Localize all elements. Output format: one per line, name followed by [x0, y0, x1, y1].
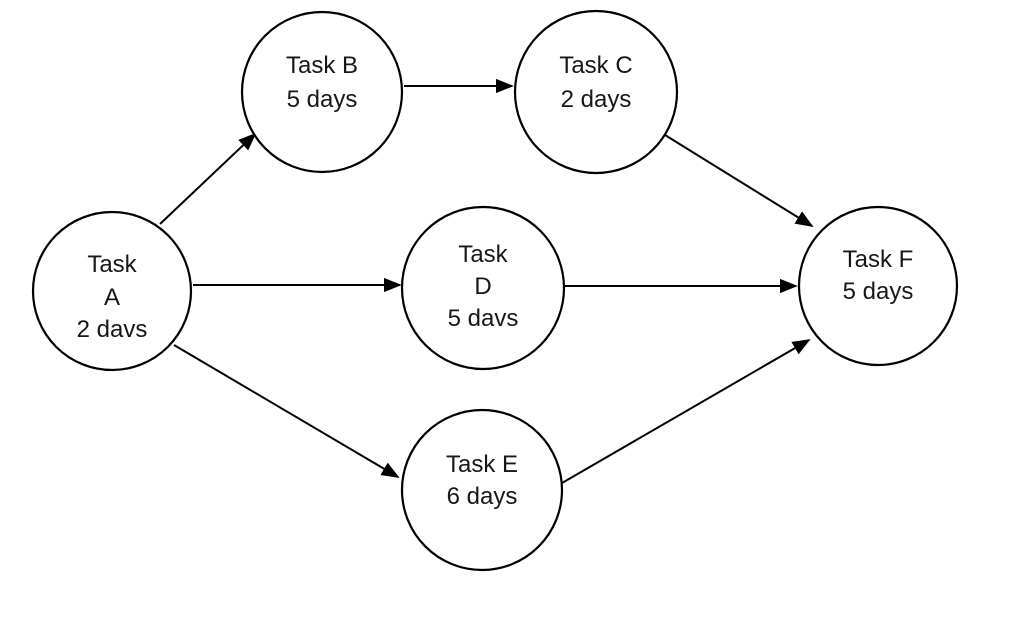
- node-task-b-label-line2: 5 days: [287, 86, 358, 113]
- node-task-c-circle: [513, 9, 679, 175]
- node-task-b: Task B 5 days: [240, 10, 404, 174]
- node-task-d: Task D 5 davs: [400, 205, 566, 371]
- node-task-c: Task C 2 days: [513, 9, 679, 175]
- node-task-e-label-line1: Task E: [446, 451, 518, 478]
- node-task-f-circle: [797, 205, 959, 367]
- node-task-f: Task F 5 days: [797, 205, 959, 367]
- edge-a-to-b-arrow: [159, 132, 257, 225]
- edge-c-to-f-arrow: [664, 134, 814, 227]
- node-task-a-label-line2: A: [104, 284, 120, 311]
- node-task-c-label-line2: 2 days: [561, 86, 632, 113]
- node-task-e-label-line2: 6 days: [447, 483, 518, 510]
- edge-e-to-f-arrow: [561, 339, 811, 484]
- node-task-a-label-line1: Task: [87, 251, 137, 278]
- node-task-d-circle: [400, 205, 566, 371]
- node-task-a-label-line3: 2 davs: [77, 316, 148, 343]
- node-task-a: Task A 2 davs: [31, 210, 193, 372]
- node-task-a-circle: [31, 210, 193, 372]
- edges: [159, 78, 814, 484]
- edge-a-to-e-arrow: [173, 344, 400, 478]
- node-task-d-label-line2: D: [474, 273, 491, 300]
- node-task-b-label-line1: Task B: [286, 52, 358, 79]
- node-task-c-label-line1: Task C: [559, 52, 632, 79]
- node-task-f-label-line2: 5 days: [843, 278, 914, 305]
- node-task-e-circle: [400, 408, 564, 572]
- node-task-b-circle: [240, 10, 404, 174]
- node-task-d-label-line1: Task: [458, 241, 508, 268]
- node-task-d-label-line3: 5 davs: [448, 305, 519, 332]
- node-task-e: Task E 6 days: [400, 408, 564, 572]
- node-task-f-label-line1: Task F: [843, 246, 914, 273]
